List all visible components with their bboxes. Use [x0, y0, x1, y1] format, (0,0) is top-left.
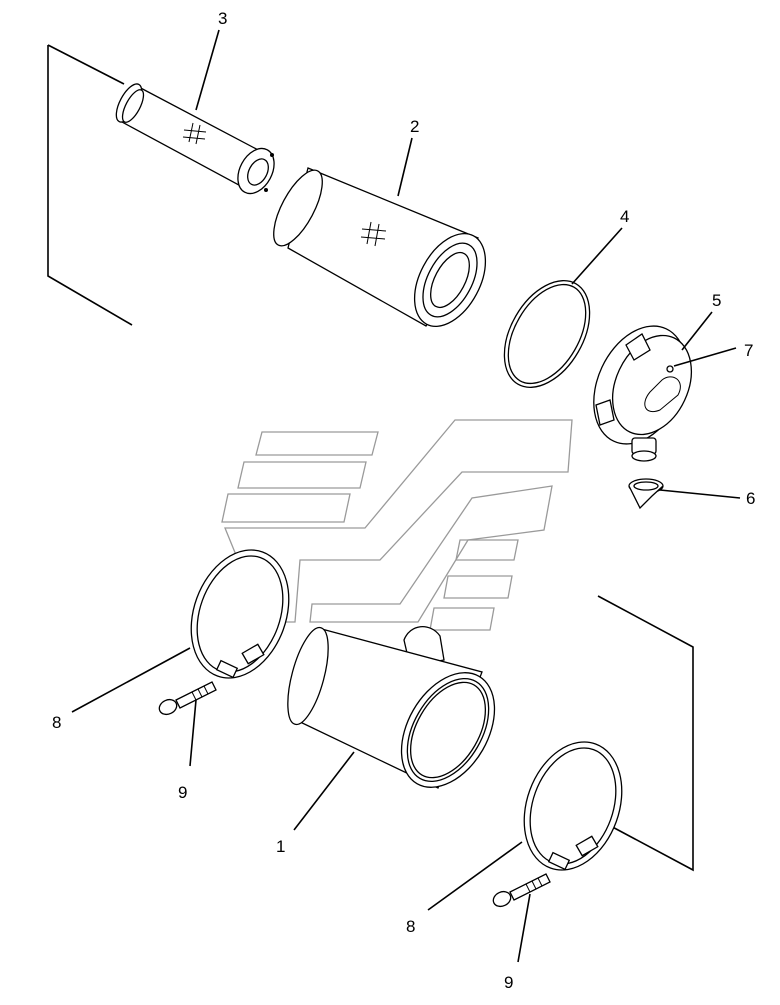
leader-lines [71, 29, 741, 963]
cover-window-icon [644, 376, 681, 412]
o-ring-seal [503, 279, 591, 389]
bracket-upper-left [47, 44, 133, 326]
safety-filter-element [115, 83, 275, 195]
dust-cover [593, 325, 692, 462]
vacuator-valve [628, 478, 664, 510]
bracket-lower-right [597, 595, 694, 872]
hash-symbol-icon [360, 221, 387, 247]
callout-5: 5 [712, 291, 721, 310]
callout-9-lower: 9 [504, 973, 513, 992]
bolt-lower [492, 873, 551, 908]
mounting-band-lower [523, 741, 623, 871]
callout-8-lower: 8 [406, 917, 415, 936]
callout-3: 3 [218, 9, 227, 28]
callout-8-upper: 8 [52, 713, 61, 732]
callout-9-upper: 9 [178, 783, 187, 802]
callout-labels: 3 2 4 5 7 6 8 9 1 8 9 [52, 9, 755, 992]
callout-6: 6 [746, 489, 755, 508]
callout-4: 4 [620, 207, 629, 226]
callout-2: 2 [410, 117, 419, 136]
air-cleaner-housing [287, 626, 496, 789]
callout-1: 1 [276, 837, 285, 856]
mounting-band-upper [190, 549, 290, 679]
callout-7: 7 [744, 341, 753, 360]
hash-symbol-icon [182, 122, 207, 145]
primary-filter-element [273, 167, 487, 327]
bolt-upper [158, 681, 217, 716]
